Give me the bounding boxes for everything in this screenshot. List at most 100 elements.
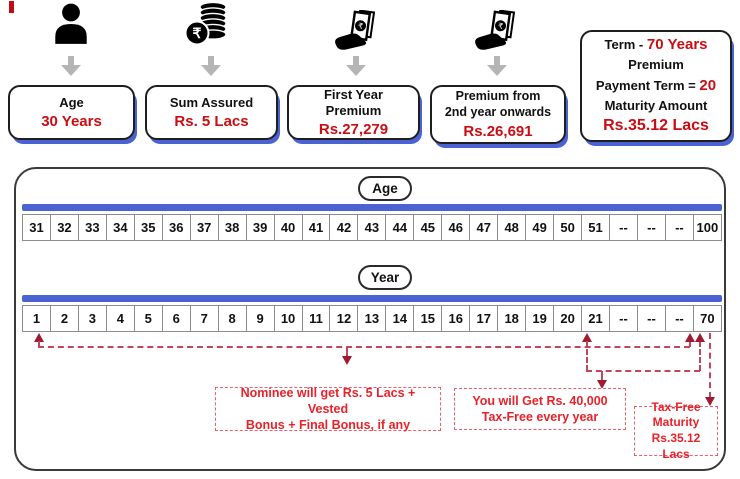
down-arrow-icon [346, 56, 366, 76]
age-cell: 50 [553, 215, 581, 240]
card-renewal-premium: Premium from 2nd year onwards Rs.26,691 [430, 85, 566, 144]
year-cell: 10 [273, 306, 302, 331]
card-title: Age [59, 94, 84, 110]
card-title: First Year Premium [323, 86, 384, 118]
age-cell: 45 [413, 215, 441, 240]
connector-line [601, 371, 603, 380]
year-cell: 14 [385, 306, 413, 331]
card-title: Sum Assured [169, 94, 254, 110]
age-cell: 100 [692, 215, 721, 240]
payout-span-line [586, 370, 700, 372]
arrow-up-year1-icon [34, 333, 44, 342]
down-arrow-icon [487, 56, 507, 76]
death-cover-span-line [38, 346, 690, 348]
year-cell: 1 [32, 311, 41, 326]
age-cell: 48 [497, 215, 525, 240]
year-cell: 5 [133, 306, 162, 331]
age-cell: 35 [133, 215, 162, 240]
rupee-coins-icon: ₹ [184, 1, 230, 52]
year-cell: 16 [441, 306, 469, 331]
arrow-down-to-payout-icon [597, 380, 607, 389]
age-cell: 51 [581, 215, 609, 240]
age-cell: 34 [105, 215, 134, 240]
payment-term-value: 20 [699, 76, 717, 94]
connector-line [699, 341, 701, 371]
age-cell: 49 [525, 215, 553, 240]
age-cell: 33 [77, 215, 106, 240]
term-line: Term - 70 Years [604, 34, 707, 56]
age-cell: 43 [357, 215, 385, 240]
age-cell: 41 [301, 215, 330, 240]
card-first-year-premium: First Year Premium Rs.27,279 [287, 85, 420, 140]
payment-term-line: Payment Term = 20 [596, 75, 716, 97]
age-cell: -- [609, 215, 637, 240]
hand-money-icon: ₹ [472, 9, 520, 59]
age-cell: 46 [441, 215, 469, 240]
maturity-amount-label: Maturity Amount [604, 97, 708, 113]
year-cell: 4 [105, 306, 134, 331]
year-track-bar [22, 295, 722, 302]
age-cell: 42 [329, 215, 357, 240]
card-title: Premium from 2nd year onwards [444, 89, 552, 119]
age-label-pill: Age [358, 176, 412, 201]
connector-line [689, 341, 691, 347]
arrow-up-year21-icon [582, 333, 592, 342]
age-cell: -- [664, 215, 693, 240]
arrow-up-year69-icon [685, 333, 695, 342]
year-cell: 8 [217, 306, 246, 331]
svg-text:₹: ₹ [497, 21, 503, 31]
age-cell: 31 [29, 220, 44, 235]
age-cell: -- [636, 215, 665, 240]
age-cell: 44 [385, 215, 413, 240]
term-value: 70 Years [646, 36, 708, 54]
age-cell: 37 [189, 215, 218, 240]
nominee-note: Nominee will get Rs. 5 Lacs + Vested Bon… [215, 386, 441, 432]
maturity-amount-value: Rs.35.12 Lacs [603, 117, 709, 135]
payout-note: You will Get Rs. 40,000 Tax-Free every y… [454, 388, 626, 430]
year-cell: 2 [49, 306, 78, 331]
year-cell: -- [664, 306, 693, 331]
down-arrow-icon [61, 56, 81, 76]
term-label: Term - [604, 37, 644, 53]
card-age: Age 30 Years [8, 85, 135, 140]
year-cell: 17 [469, 306, 497, 331]
red-mark [9, 1, 14, 13]
card-sum-assured: Sum Assured Rs. 5 Lacs [145, 85, 278, 140]
arrow-down-to-nominee-icon [342, 356, 352, 365]
year-cell: 20 [553, 306, 581, 331]
age-cell: 47 [469, 215, 497, 240]
connector-line [586, 341, 588, 371]
year-cell: 11 [301, 306, 330, 331]
age-cell: 32 [49, 215, 78, 240]
arrow-up-year70-icon [695, 333, 705, 342]
year-label-pill: Year [358, 265, 412, 290]
year-cell: 15 [413, 306, 441, 331]
age-cell: 36 [161, 215, 190, 240]
year-cell: 19 [525, 306, 553, 331]
age-cell: 38 [217, 215, 246, 240]
svg-text:₹: ₹ [193, 25, 202, 41]
age-cell: 39 [245, 215, 274, 240]
card-value: Rs. 5 Lacs [174, 113, 249, 131]
card-value: Rs.26,691 [463, 122, 533, 140]
hand-money-icon: ₹ [332, 9, 380, 59]
year-cell: -- [609, 306, 637, 331]
connector-line [709, 333, 711, 398]
year-cell: 18 [497, 306, 525, 331]
premium-label: Premium [628, 56, 684, 72]
maturity-note: Tax-Free Maturity Rs.35.12 Lacs [634, 400, 718, 461]
arrow-down-to-maturity-icon [705, 397, 715, 406]
year-cell: -- [636, 306, 665, 331]
person-icon [50, 2, 92, 51]
card-value: Rs.27,279 [318, 121, 389, 139]
payment-term-label: Payment Term = [595, 77, 696, 93]
year-cell: 7 [189, 306, 218, 331]
age-track-bar [22, 204, 722, 211]
down-arrow-icon [201, 56, 221, 76]
year-cell: 70 [692, 306, 721, 331]
connector-line [38, 341, 40, 347]
svg-text:₹: ₹ [357, 21, 363, 31]
